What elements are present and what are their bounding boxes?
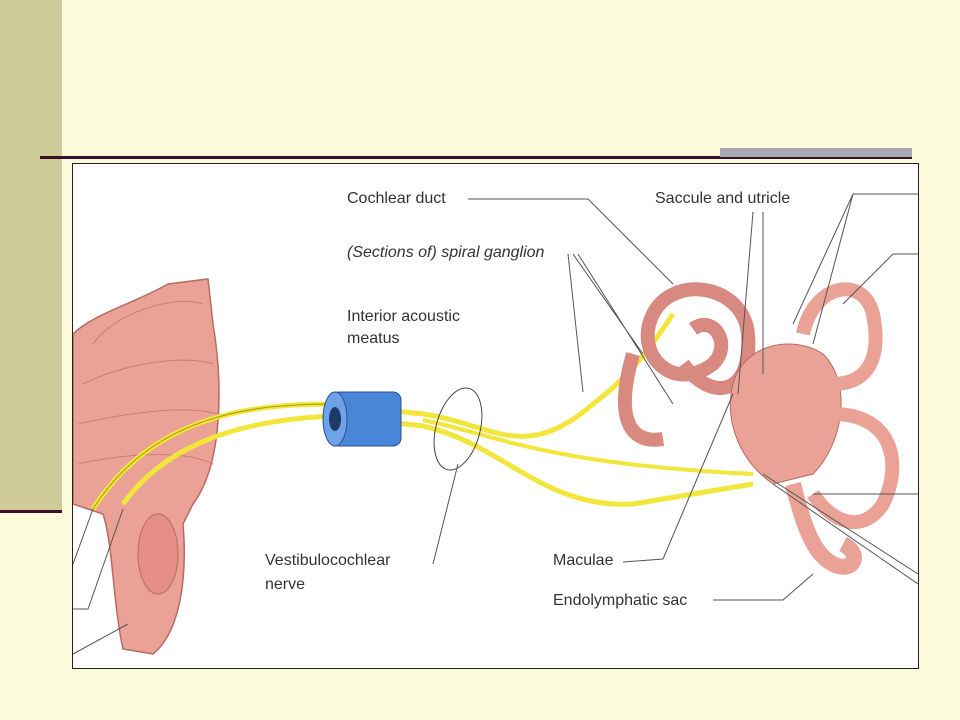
label-spiral-ganglion: (Sections of) spiral ganglion <box>347 244 545 261</box>
acoustic-meatus-cylinder <box>322 391 402 447</box>
label-endolymphatic-sac: Endolymphatic sac <box>553 592 688 609</box>
strip-divider <box>0 510 62 513</box>
label-acoustic-meatus-line2: meatus <box>347 330 400 347</box>
label-saccule-utricle: Saccule and utricle <box>655 190 791 207</box>
label-acoustic-meatus-line1: Interior acoustic <box>347 308 460 325</box>
label-vestibulocochlear-line1: Vestibulocochlear <box>265 552 391 569</box>
label-cochlear-duct: Cochlear duct <box>347 190 446 207</box>
ear-nerve-diagram: Cochlear duct (Sections of) spiral gangl… <box>72 163 919 669</box>
diagram-drawing <box>73 193 918 655</box>
title-rule <box>40 156 912 159</box>
vestibular-apparatus <box>729 282 900 575</box>
label-vestibulocochlear-line2: nerve <box>265 576 306 593</box>
cochlea <box>640 282 756 395</box>
label-maculae: Maculae <box>553 552 614 569</box>
accent-bar <box>720 148 912 157</box>
leader-lines <box>73 193 918 655</box>
brainstem <box>73 278 220 655</box>
left-accent-strip <box>0 0 62 512</box>
